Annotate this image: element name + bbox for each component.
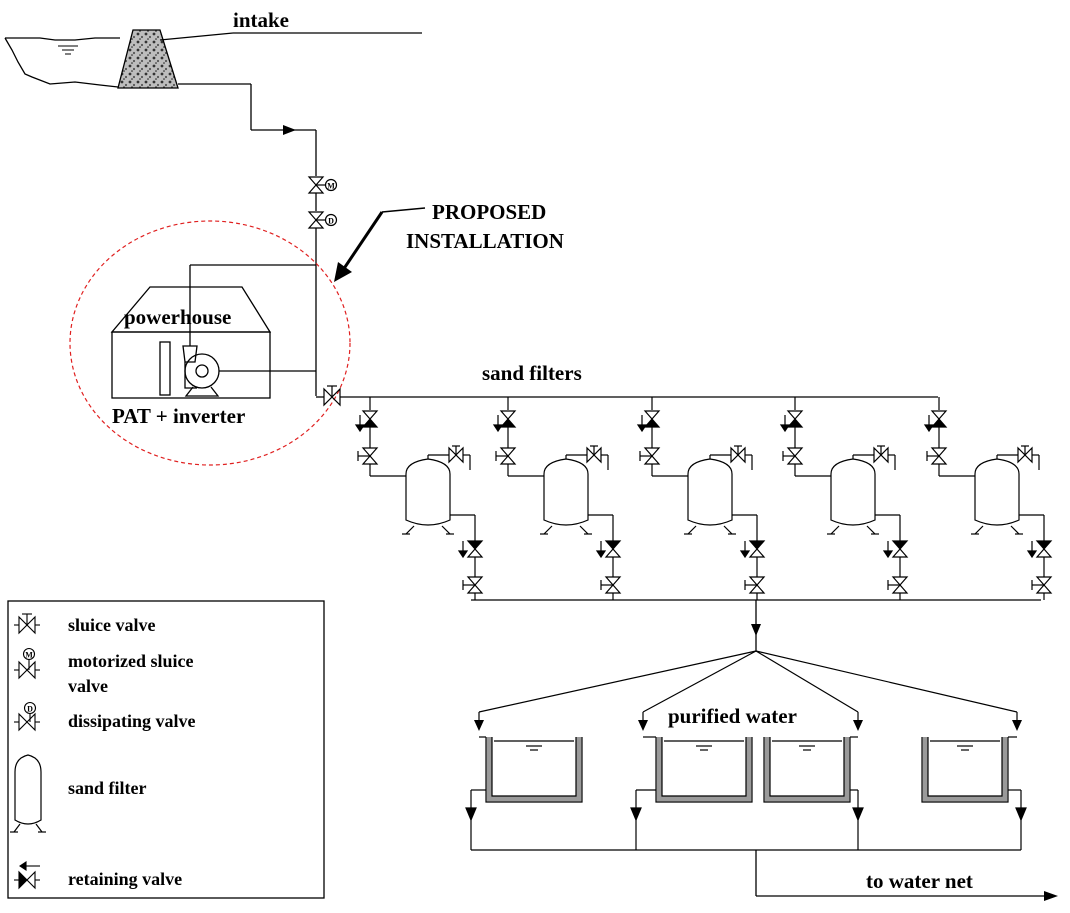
legend-box [7,600,325,899]
dissipating-valve-legend-icon [14,701,40,732]
pointer-arrow-icon [334,262,352,282]
purified-tank-3 [763,736,864,850]
sluice-valve-icon [1031,576,1053,594]
motorized-badge: M [327,182,335,191]
legend-motorized-label-1: motorized sluice [68,651,193,671]
retaining-valve-icon [779,410,804,433]
sluice-valve-icon [495,447,517,465]
legend-item-retaining: retaining valve [14,860,182,890]
retaining-valve-icon [739,540,766,559]
sand-filter-legend-icon [10,754,46,833]
to-water-net-label: to water net [866,869,973,893]
sand-filter-unit-1 [354,397,484,600]
proposed-label-line1: PROPOSED [432,200,546,224]
legend-m-badge: M [25,651,33,660]
distribution-lines [478,650,1018,724]
sluice-valve-icon [1017,445,1033,464]
penstock-pipe [178,83,317,396]
sand-filter-tank-icon [684,458,736,535]
sand-filter-tank-icon [827,458,879,535]
powerhouse-building [110,286,272,399]
sluice-valve-icon [600,576,622,594]
proposed-label-line2: INSTALLATION [406,229,564,253]
motorized-sluice-valve-legend-icon [14,647,40,680]
flow-arrow-down-icon [630,807,642,822]
sluice-valve-icon [357,447,379,465]
sluice-valve-icon [744,576,766,594]
outlet-arrow-icon [1044,891,1058,901]
legend-dissipating-label: dissipating valve [68,711,196,731]
sand-filter-unit-5 [923,397,1053,600]
retaining-valve-icon [595,540,622,559]
legend-item-sluice: sluice valve [14,613,156,635]
legend-item-sandfilter: sand filter [10,754,147,833]
purified-tank-1 [465,736,583,850]
retaining-valve-legend-icon [14,860,40,890]
sluice-valve-icon [730,445,746,464]
motorized-sluice-valve-icon [307,176,338,194]
sand-filter-unit-3 [636,397,766,600]
flow-arrow-icon [283,125,296,135]
distribution-arrows [474,720,1022,731]
retaining-valve-icon [492,410,517,433]
sluice-valve-icon [639,447,661,465]
sand-filter-tank-icon [540,458,592,535]
purified-tank-2 [630,736,753,850]
intake-label: intake [233,8,289,32]
retaining-valve-icon [354,410,379,433]
sluice-valve-icon [448,445,464,464]
dissipating-valve-icon [307,211,338,229]
legend-d-badge: D [27,705,33,714]
intake-dam [117,29,179,89]
proposed-installation-highlight [69,220,351,466]
sluice-valve-icon [14,613,40,635]
outlet-pipe [471,849,1046,897]
flow-arrow-down-icon [751,624,761,636]
retaining-valve-icon [1026,540,1053,559]
sand-filter-unit-2 [492,397,622,600]
sluice-valve-icon [873,445,889,464]
sluice-valve-icon [586,445,602,464]
flow-arrow-down-icon [852,807,864,822]
powerhouse-label: powerhouse [124,305,231,329]
retaining-valve-icon [636,410,661,433]
legend-sluice-label: sluice valve [68,615,156,635]
purified-water-label: purified water [668,704,797,728]
purified-water-tanks [465,736,1027,850]
retaining-valve-icon [457,540,484,559]
sand-filters-label: sand filters [482,361,582,385]
sluice-valve-icon [887,576,909,594]
flow-arrow-down-icon [1015,807,1027,822]
pat-inverter-label: PAT + inverter [112,404,245,428]
sluice-valve-icon [462,576,484,594]
sand-filter-unit-4 [779,397,909,600]
flow-arrow-down-icon [465,807,477,822]
retaining-valve-icon [882,540,909,559]
legend-item-motorized: M motorized sluice valve [14,647,193,696]
legend-item-dissipating: D dissipating valve [14,701,196,732]
sand-filter-tank-icon [971,458,1023,535]
main-sluice-valve-icon [323,385,341,407]
legend-motorized-label-2: valve [68,676,108,696]
sluice-valve-icon [782,447,804,465]
dissipating-badge: D [328,217,334,226]
sand-filter-array [354,397,1053,600]
legend-sandfilter-label: sand filter [68,778,147,798]
sand-filter-tank-icon [402,458,454,535]
legend-retaining-label: retaining valve [68,869,182,889]
retaining-valve-icon [923,410,948,433]
intake-reservoir [4,37,120,88]
sluice-valve-icon [926,447,948,465]
purified-tank-4 [921,736,1027,850]
pat-turbine-icon [182,264,316,397]
